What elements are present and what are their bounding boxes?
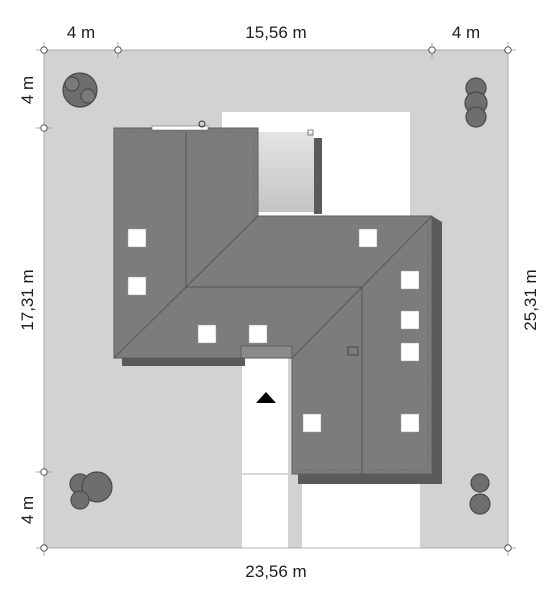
chimney-small [307, 129, 314, 136]
skylight [400, 310, 420, 330]
roof-hip-3 [361, 215, 433, 288]
skylight [248, 324, 268, 344]
dim-bottom: 23,56 m [245, 562, 306, 581]
skylight [127, 228, 147, 248]
roof-left-wing [113, 127, 433, 475]
roof-hip-2 [113, 286, 187, 359]
dimension-ticks [40, 46, 512, 552]
dim-left-bottom: 4 m [18, 496, 37, 524]
skylight [400, 270, 420, 290]
roof-eave-inner [119, 131, 255, 218]
dim-right: 25,31 m [521, 269, 540, 330]
skylight [197, 324, 217, 344]
skylight [302, 413, 322, 433]
roof-ridge-cap [151, 125, 209, 131]
tree-icon [464, 77, 488, 128]
tree-icon [69, 471, 113, 510]
tree-icon [469, 473, 491, 515]
roof-vent [198, 120, 206, 128]
entrance-arrow-icon [256, 392, 276, 403]
skylight [358, 228, 378, 248]
terrace [258, 132, 314, 212]
skylight [400, 342, 420, 362]
terrace-wall-shadow [314, 138, 322, 214]
tree-icon [62, 72, 98, 108]
roof-eave-right-inner [296, 220, 429, 471]
skylight [400, 413, 420, 433]
chimney [347, 346, 359, 356]
driveway [242, 356, 288, 548]
dim-top-center: 15,56 m [245, 23, 306, 42]
entrance-canopy [240, 345, 293, 359]
roof-hip-1 [185, 215, 259, 288]
dim-left-top: 4 m [18, 76, 37, 104]
skylight [127, 276, 147, 296]
dim-top-left: 4 m [67, 23, 95, 42]
skylights [127, 228, 420, 433]
front-yard [302, 480, 420, 548]
roof-hip-4 [291, 286, 363, 359]
dim-top-right: 4 m [452, 23, 480, 42]
dim-left-middle: 17,31 m [18, 269, 37, 330]
